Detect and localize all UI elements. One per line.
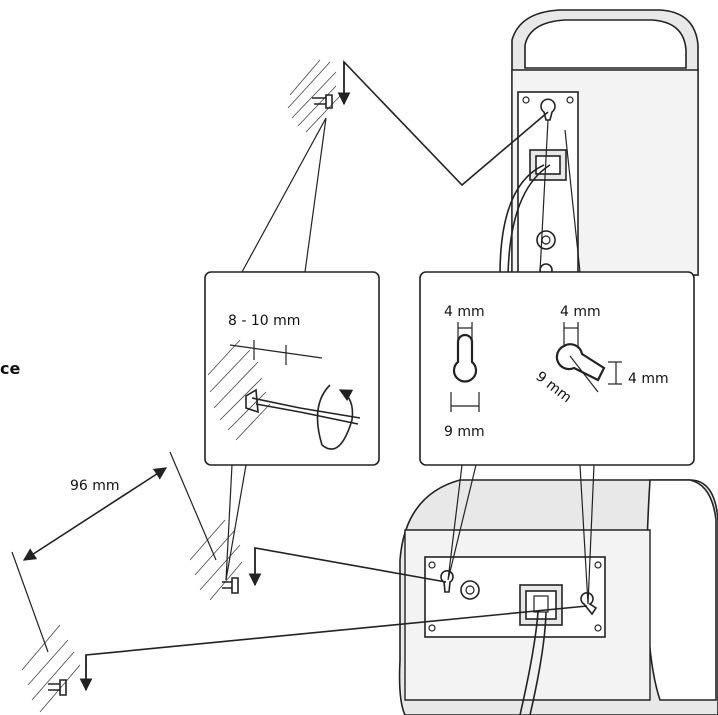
screw-icon xyxy=(245,388,301,414)
tall-speaker xyxy=(499,9,699,277)
wide-speaker xyxy=(398,479,718,715)
wall-hatch-top xyxy=(287,59,341,133)
hole-a-top-label: 4 mm xyxy=(444,304,485,320)
speaker-keyhole-icon xyxy=(540,98,556,121)
speaker-keyhole-icon xyxy=(580,592,598,616)
hole-b-top-label: 4 mm xyxy=(560,304,601,320)
callout-screw-depth: 8 - 10 mm xyxy=(204,117,380,581)
callout-hole-dimensions: 4 mm 9 mm 4 mm 4 mm 9 mm xyxy=(419,119,695,605)
rotate-clockwise-icon xyxy=(316,384,354,450)
wall-hatch-bottom xyxy=(21,624,81,713)
connector-lines xyxy=(79,60,588,692)
cropped-edge-text: ce xyxy=(0,359,20,378)
screw-depth-label: 8 - 10 mm xyxy=(228,313,300,329)
wall-screw-icon xyxy=(222,577,239,594)
spacing-dimension: 96 mm xyxy=(11,451,217,653)
wall-screw-icon xyxy=(48,679,67,696)
keyhole-rotated-icon xyxy=(555,343,606,382)
hole-b-side-label: 4 mm xyxy=(628,371,669,387)
keyhole-vertical-icon xyxy=(452,333,478,383)
wall-screw-icon xyxy=(312,94,333,109)
hole-a-bottom-label: 9 mm xyxy=(444,424,485,440)
spacing-label: 96 mm xyxy=(70,478,120,494)
